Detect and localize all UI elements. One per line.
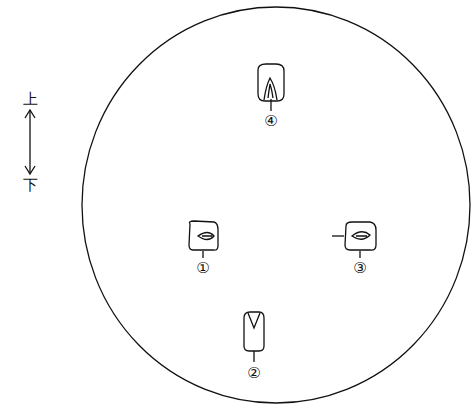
embryo	[268, 84, 273, 98]
leader-line	[202, 251, 203, 258]
direction-arrow	[29, 110, 30, 174]
leader-line	[332, 235, 344, 236]
seed	[189, 221, 218, 250]
seed	[244, 312, 264, 351]
embryo	[198, 233, 214, 240]
callout-number: ①	[195, 260, 210, 277]
petri-dish	[82, 7, 470, 403]
leader-line	[270, 99, 271, 111]
seed	[258, 64, 284, 101]
leader-line	[253, 351, 254, 362]
embryo	[352, 232, 370, 240]
callout-number: ④	[263, 113, 278, 130]
arrow-head	[25, 110, 35, 118]
direction-label: 下	[22, 177, 39, 194]
callout-number: ②	[246, 365, 261, 382]
direction-label: 上	[22, 91, 39, 108]
leader-line	[359, 251, 360, 258]
embryo	[264, 78, 277, 100]
callout-number: ③	[352, 260, 367, 277]
seed	[345, 222, 376, 250]
embryo	[248, 313, 260, 328]
arrow-head	[25, 166, 35, 174]
